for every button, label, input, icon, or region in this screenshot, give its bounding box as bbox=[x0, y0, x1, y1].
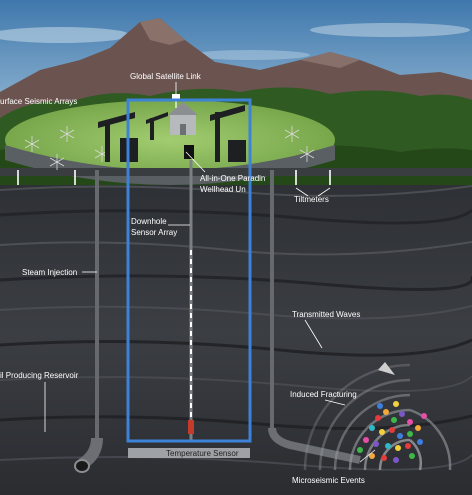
leader-lines bbox=[44, 82, 376, 463]
highlight-box bbox=[126, 98, 252, 443]
label-surface-arrays: urface Seismic Arrays bbox=[0, 97, 77, 106]
temperature-sensor-bar bbox=[128, 448, 250, 458]
label-steam-injection: Steam Injection bbox=[22, 268, 77, 277]
surface-seismic-array bbox=[24, 126, 315, 170]
label-downhole-2: Sensor Array bbox=[131, 228, 177, 237]
label-transmitted-waves: Transmitted Waves bbox=[292, 310, 360, 319]
grass-field bbox=[5, 100, 335, 180]
rock-strata bbox=[0, 170, 472, 495]
label-wellhead-2: Wellhead Un bbox=[200, 185, 246, 194]
tiltmeters-posts bbox=[17, 170, 331, 185]
label-microseismic: Microseismic Events bbox=[292, 476, 365, 485]
satellite-dish-icon bbox=[172, 94, 180, 108]
label-temperature-sensor: Temperature Sensor bbox=[166, 449, 239, 458]
label-induced-fracturing: Induced Fracturing bbox=[290, 390, 357, 399]
label-downhole-1: Downhole bbox=[131, 217, 167, 226]
fracture-arrow-icon bbox=[378, 362, 395, 375]
label-satellite: Global Satellite Link bbox=[130, 72, 202, 81]
label-wellhead-1: All-in-One Paradin bbox=[200, 174, 265, 183]
wellhead-unit bbox=[184, 145, 194, 159]
microseismic-events bbox=[357, 401, 427, 463]
temperature-sensor-marker bbox=[188, 420, 194, 434]
label-reservoir: il Producing Reservoir bbox=[0, 371, 79, 380]
label-tiltmeters: Tiltmeters bbox=[294, 195, 329, 204]
wellhead-building bbox=[168, 102, 198, 135]
